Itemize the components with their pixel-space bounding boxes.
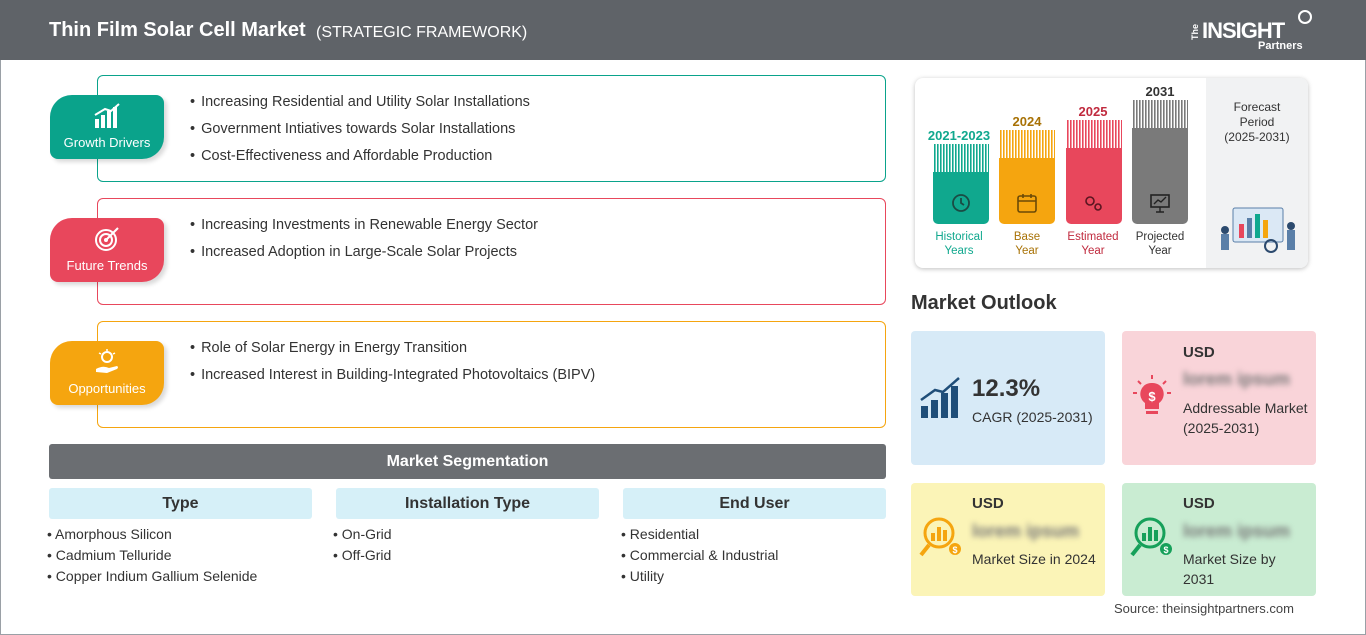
list-item: Utility xyxy=(621,568,778,584)
list-item: Cost-Effectiveness and Affordable Produc… xyxy=(190,148,530,164)
year-label: 2021-2023 xyxy=(927,128,991,143)
list-item: Amorphous Silicon xyxy=(47,526,257,542)
history-icon xyxy=(952,194,970,212)
year-label: 2024 xyxy=(1012,114,1042,129)
bar-caption: Historical Years xyxy=(935,231,983,257)
year-label: 2031 xyxy=(1145,84,1175,99)
list-item: Increasing Residential and Utility Solar… xyxy=(190,94,530,110)
projected-year-bar xyxy=(1132,100,1188,224)
growth-drivers-list: Increasing Residential and Utility Solar… xyxy=(190,94,530,175)
target-icon xyxy=(95,227,119,251)
header-bar: Thin Film Solar Cell Market (STRATEGIC F… xyxy=(0,0,1366,60)
segment-list-type: Amorphous Silicon Cadmium Telluride Copp… xyxy=(47,526,257,589)
future-trends-card: Increasing Investments in Renewable Ener… xyxy=(97,198,886,305)
page-title: Thin Film Solar Cell Market xyxy=(49,19,306,41)
analytics-people-illustration xyxy=(1221,207,1295,253)
base-year-bar xyxy=(999,130,1055,224)
list-item: Role of Solar Energy in Energy Transitio… xyxy=(190,340,595,356)
segment-heading-end-user: End User xyxy=(623,488,886,519)
future-trends-list: Increasing Investments in Renewable Ener… xyxy=(190,217,538,271)
growth-drivers-badge: Growth Drivers xyxy=(50,95,164,159)
cagr-value: 12.3% xyxy=(972,375,1041,402)
market-size-2031-label: Market Size by 2031 xyxy=(1183,551,1276,587)
list-item: Government Intiatives towards Solar Inst… xyxy=(190,121,530,137)
segment-heading-type: Type xyxy=(49,488,312,519)
market-size-2031-value: lorem ipsum xyxy=(1183,521,1291,541)
growth-chart-icon xyxy=(920,377,960,418)
bar-caption: Projected Year xyxy=(1135,231,1185,257)
addressable-label: Addressable Market (2025-2031) xyxy=(1183,400,1308,436)
currency-label: USD xyxy=(1183,344,1215,361)
list-item: Off-Grid xyxy=(333,547,392,563)
magnifier-chart-icon: $ xyxy=(919,517,961,557)
estimated-year-bar xyxy=(1066,120,1122,224)
bar-caption: Estimated Year xyxy=(1067,231,1119,257)
addressable-market-card: $ USD lorem ipsum Addressable Market (20… xyxy=(1122,331,1316,465)
bar-hatch xyxy=(934,144,989,174)
source-citation: Source: theinsightpartners.com xyxy=(1114,601,1294,616)
forecast-period-label: Forecast Period (2025-2031) xyxy=(1224,100,1290,144)
cagr-card: 12.3% CAGR (2025-2031) xyxy=(911,331,1105,465)
list-item: Increased Interest in Building-Integrate… xyxy=(190,367,595,383)
badge-label: Growth Drivers xyxy=(63,135,151,150)
svg-text:$: $ xyxy=(1163,545,1168,555)
list-item: Increased Adoption in Large-Scale Solar … xyxy=(190,244,538,260)
badge-label: Opportunities xyxy=(68,381,146,396)
page-subtitle: (STRATEGIC FRAMEWORK) xyxy=(316,24,528,41)
list-item: Residential xyxy=(621,526,778,542)
opportunities-card: Role of Solar Energy in Energy Transitio… xyxy=(97,321,886,428)
list-item: Copper Indium Gallium Selenide xyxy=(47,568,258,584)
bar-hatch xyxy=(1000,130,1055,160)
addressable-value: lorem ipsum xyxy=(1183,369,1291,389)
future-trends-badge: Future Trends xyxy=(50,218,164,282)
insight-partners-logo: The INSIGHT Partners xyxy=(1190,10,1320,54)
segment-list-end-user: Residential Commercial & Industrial Util… xyxy=(621,526,779,589)
year-label: 2025 xyxy=(1078,104,1108,119)
segment-heading-installation-type: Installation Type xyxy=(336,488,599,519)
segment-list-installation-type: On-Grid Off-Grid xyxy=(333,526,392,568)
market-size-2031-card: $ USD lorem ipsum Market Size by 2031 xyxy=(1122,483,1316,596)
opportunities-badge: Opportunities xyxy=(50,341,164,405)
calendar-icon xyxy=(1017,194,1037,213)
dollar-bulb-icon: $ xyxy=(1133,375,1171,414)
magnifier-chart-icon: $ xyxy=(1130,517,1172,557)
badge-label: Future Trends xyxy=(66,258,148,273)
market-size-2024-card: $ USD lorem ipsum Market Size in 2024 xyxy=(911,483,1105,596)
opportunities-list: Role of Solar Energy in Energy Transitio… xyxy=(190,340,595,394)
market-outlook-title: Market Outlook xyxy=(911,292,1057,314)
market-size-2024-label: Market Size in 2024 xyxy=(972,551,1096,567)
bar-hatch xyxy=(1133,100,1188,130)
bar-hatch xyxy=(1067,120,1122,150)
historical-bar xyxy=(933,144,989,224)
list-item: Increasing Investments in Renewable Ener… xyxy=(190,217,538,233)
timeline-panel: 2021-2023 Historical Years 2024 Base Yea… xyxy=(915,78,1308,268)
cagr-label: CAGR (2025-2031) xyxy=(972,409,1093,425)
list-item: Commercial & Industrial xyxy=(621,547,779,563)
bulb-icon xyxy=(1298,10,1312,24)
currency-label: USD xyxy=(1183,495,1215,512)
growth-drivers-card: Increasing Residential and Utility Solar… xyxy=(97,75,886,182)
svg-text:$: $ xyxy=(1148,389,1156,404)
gears-icon xyxy=(1085,196,1102,211)
growth-chart-icon xyxy=(94,103,120,128)
bar-caption: Base Year xyxy=(1013,231,1041,257)
list-item: Cadmium Telluride xyxy=(47,547,257,563)
market-size-2024-value: lorem ipsum xyxy=(972,521,1080,541)
hand-bulb-icon xyxy=(96,349,118,373)
market-segmentation-header: Market Segmentation xyxy=(49,444,886,479)
list-item: On-Grid xyxy=(333,526,392,542)
presentation-board-icon xyxy=(1150,194,1170,213)
svg-text:$: $ xyxy=(952,545,957,555)
currency-label: USD xyxy=(972,495,1004,512)
